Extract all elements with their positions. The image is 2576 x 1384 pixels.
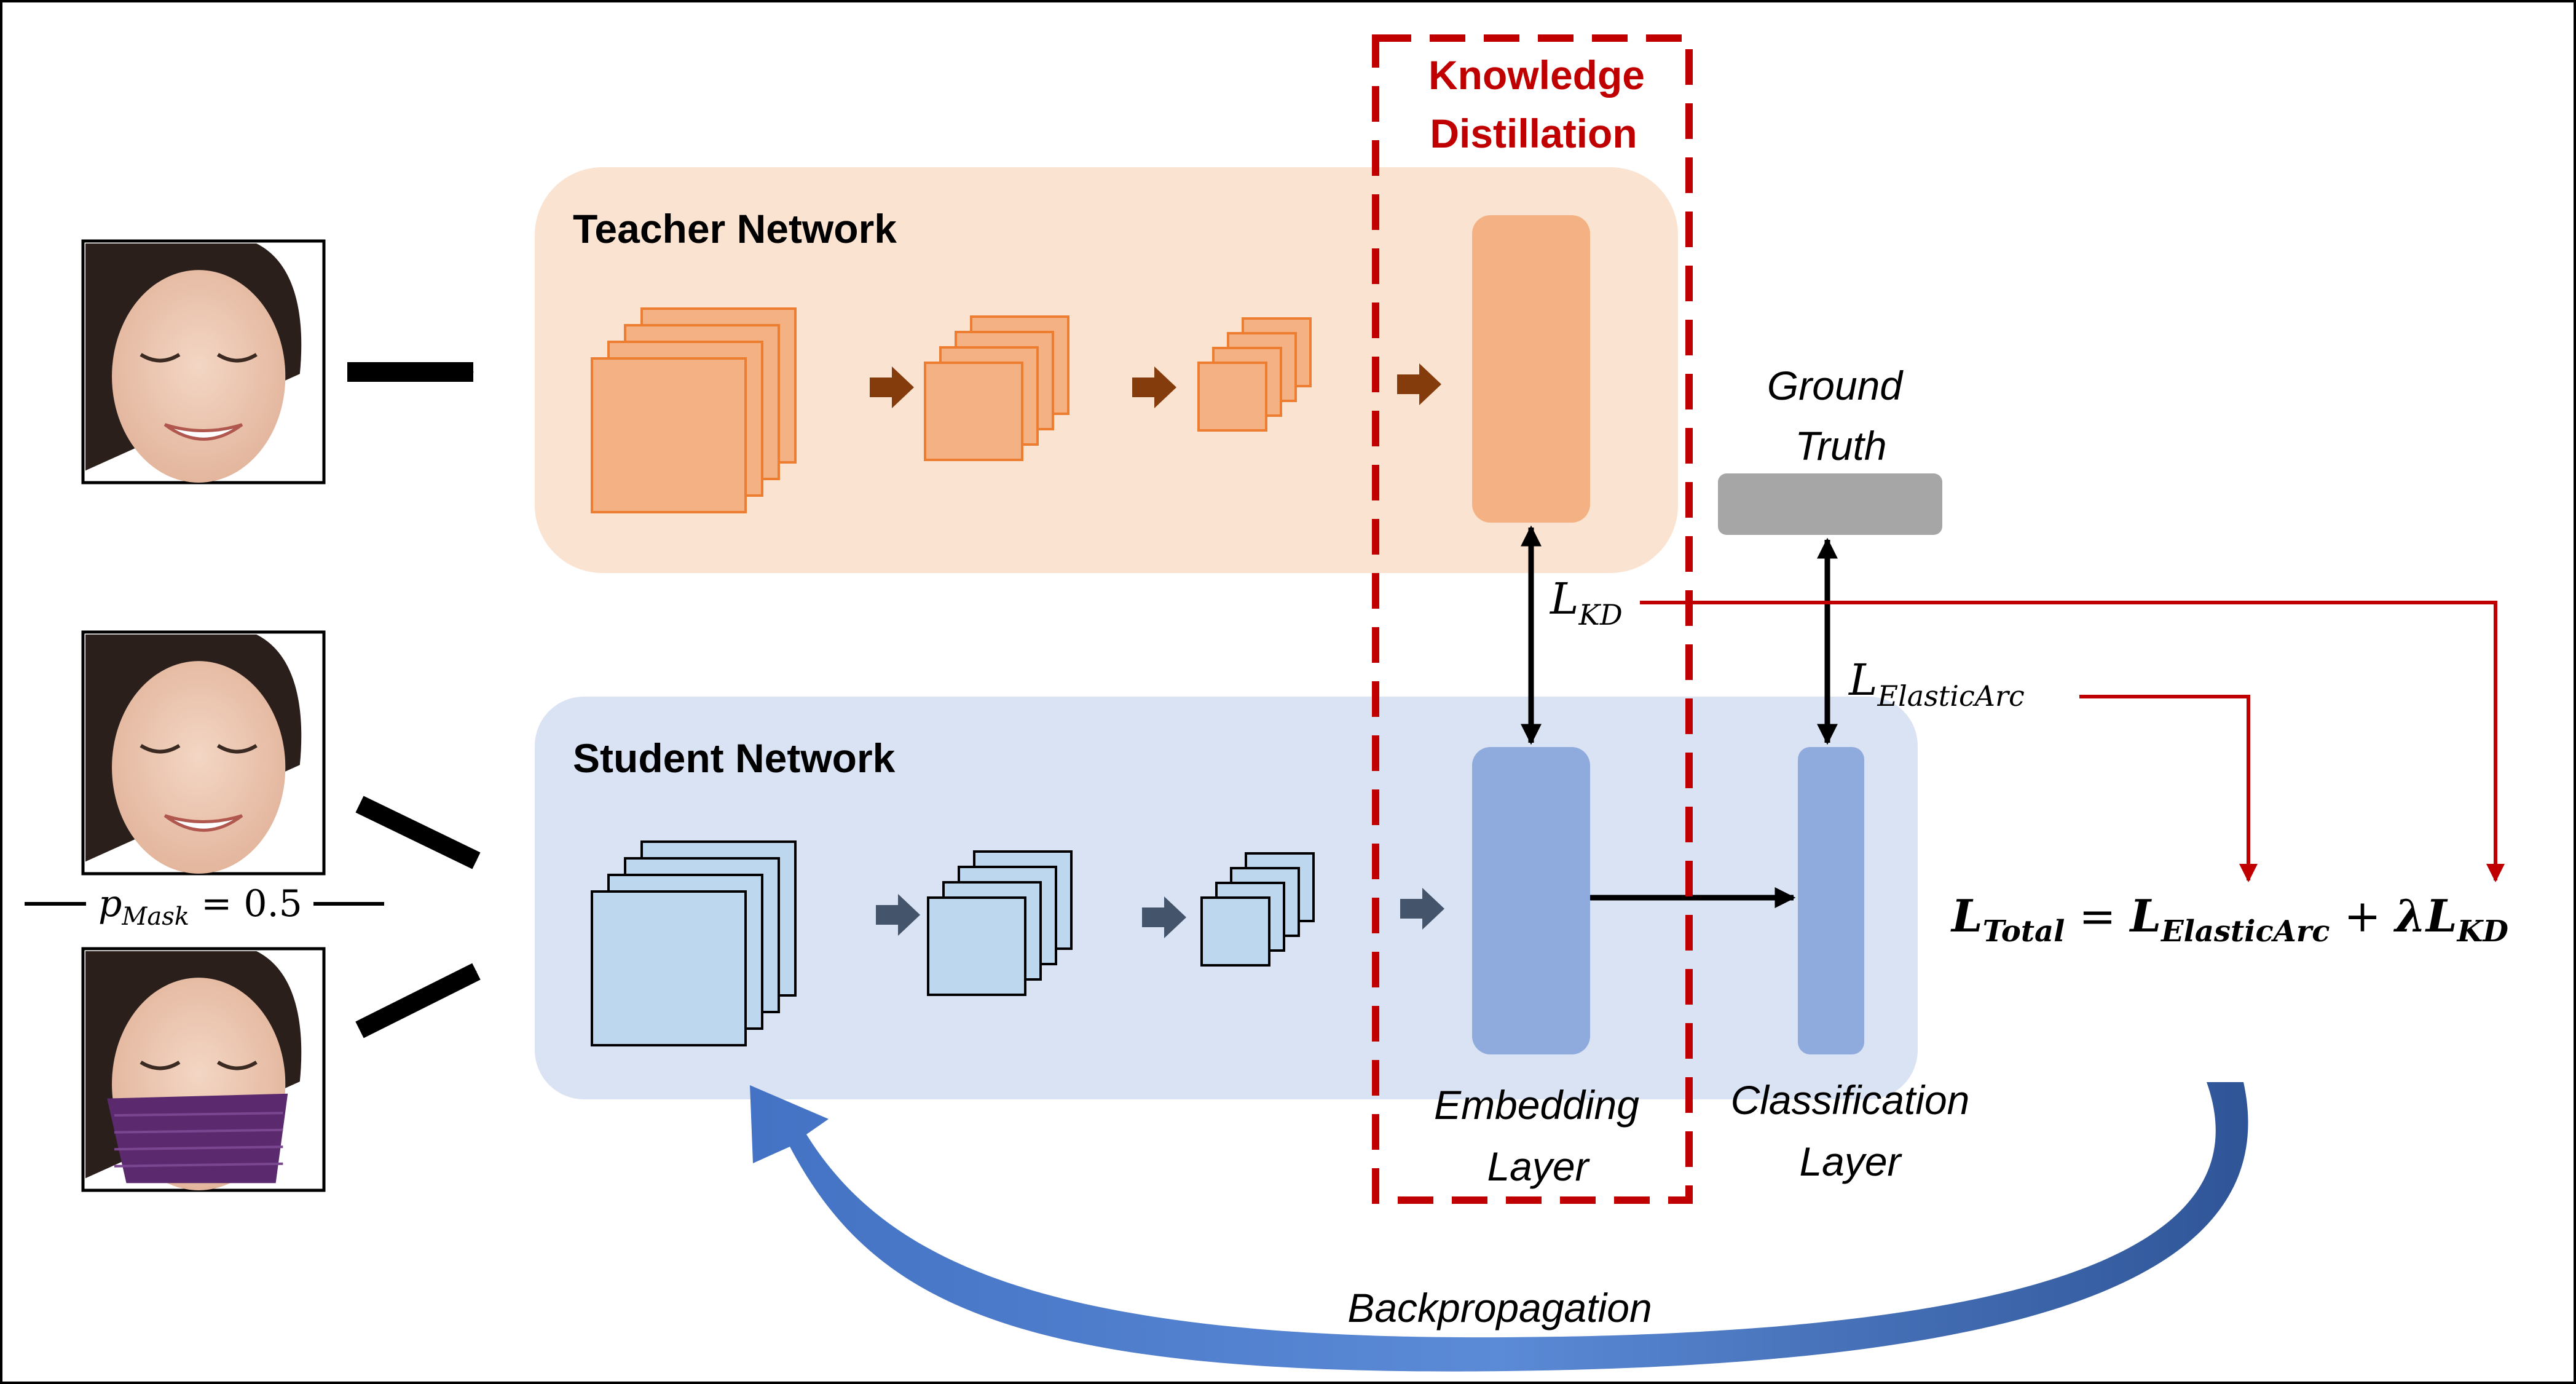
p-mask-base: p	[98, 882, 122, 925]
elastic-loss-subscript: ElasticArc	[1877, 679, 2024, 713]
p-mask-subscript: Mask	[121, 903, 189, 931]
face-image	[81, 239, 326, 484]
knowledge-distillation-label-line2: Distillation	[1430, 111, 1637, 156]
kd-loss-base: L	[1549, 574, 1578, 624]
student-input-arrow-unmasked	[355, 796, 481, 869]
teacher-network-title: Teacher Network	[573, 206, 897, 251]
ground-truth-label-line1: Ground	[1767, 363, 1904, 408]
teacher-arrow-2	[1132, 366, 1176, 408]
knowledge-distillation-label-line1: Knowledge	[1428, 52, 1645, 98]
knowledge-distillation-box	[1372, 34, 1693, 1204]
masked-face-image	[81, 947, 326, 1192]
p-mask-label: pMask = 0.5	[98, 882, 302, 931]
backpropagation-label: Backpropagation	[1347, 1285, 1652, 1331]
elastic-loss-label: LElasticArc	[1848, 655, 2025, 713]
student-network-title: Student Network	[573, 735, 896, 781]
total-loss-plus: +	[2330, 890, 2395, 942]
teacher-network-panel: Teacher Network	[535, 167, 1678, 573]
student-block-1	[591, 840, 797, 1046]
student-input-arrow-masked	[355, 963, 481, 1038]
embedding-layer-label-line1: Embedding	[1434, 1082, 1639, 1128]
student-block-2	[927, 850, 1073, 996]
student-flow-arrows	[876, 888, 1444, 938]
face-image	[81, 630, 326, 876]
total-loss-equation: LTotal = LElasticArc + λLKD	[1950, 890, 2508, 949]
ground-truth-label-line2: Truth	[1795, 423, 1886, 469]
teacher-block-1	[591, 307, 797, 513]
kd-loss-subscript: KD	[1578, 598, 1622, 631]
teacher-block-3	[1197, 317, 1312, 432]
elastic-loss-base: L	[1848, 655, 1877, 705]
ground-truth-box	[1718, 473, 1942, 535]
kd-loss-label: LKD	[1549, 574, 1623, 631]
elasticarc-loss-connector	[2079, 695, 2258, 882]
total-loss-s2: ElasticArc	[2160, 914, 2330, 949]
teacher-block-2-map	[924, 362, 1023, 461]
total-loss-s1: Total	[1983, 914, 2065, 949]
teacher-arrow-1	[870, 366, 914, 408]
student-block-3-map	[1200, 896, 1270, 967]
total-loss-lambda: λL	[2393, 890, 2457, 942]
student-conv-layers	[591, 840, 1315, 1046]
total-loss-l1: L	[1950, 890, 1983, 942]
teacher-panel-background	[535, 167, 1678, 573]
classification-layer-label-line2: Layer	[1799, 1139, 1902, 1184]
student-block-1-map	[591, 890, 747, 1046]
student-embedding-layer	[1472, 747, 1590, 1054]
input-images	[81, 239, 326, 1192]
p-mask-value: = 0.5	[189, 882, 302, 925]
teacher-block-3-map	[1197, 362, 1267, 432]
classification-layer	[1798, 747, 1864, 1054]
total-loss-l2: L	[2129, 890, 2161, 942]
student-arrow-1	[876, 894, 920, 936]
student-arrow-3	[1400, 888, 1444, 930]
student-arrow-2	[1142, 896, 1186, 938]
teacher-block-1-map	[591, 357, 747, 513]
classification-layer-label-line1: Classification	[1731, 1077, 1970, 1123]
student-block-2-map	[927, 896, 1026, 996]
student-block-3	[1200, 852, 1315, 967]
teacher-block-2	[924, 315, 1069, 461]
kd-loss-connector	[1640, 601, 2505, 882]
total-loss-s3: KD	[2456, 914, 2509, 949]
teacher-flow-arrows	[870, 363, 1441, 408]
total-loss-eq: =	[2065, 890, 2130, 942]
teacher-conv-layers	[591, 307, 1312, 513]
teacher-embedding-layer	[1472, 215, 1590, 523]
teacher-arrow-3	[1397, 363, 1441, 405]
embedding-layer-label-line2: Layer	[1487, 1144, 1590, 1189]
